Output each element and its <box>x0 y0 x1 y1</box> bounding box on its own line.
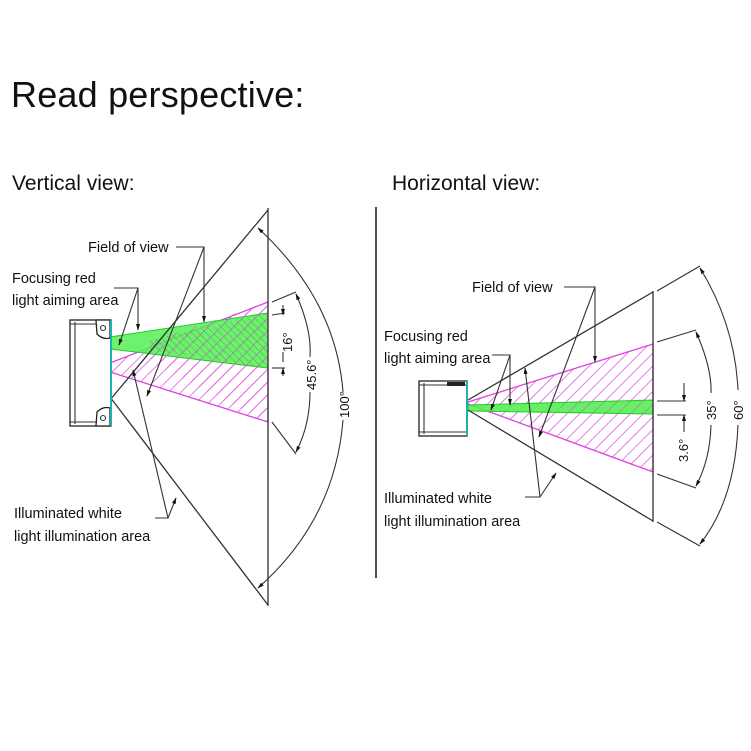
horizontal-illum-upper-line <box>467 291 654 401</box>
horizontal-illum-angle: 60° <box>731 400 746 420</box>
horizontal-focusing-label-line1: Focusing red <box>384 329 468 345</box>
horizontal-illum-lower-line <box>467 409 654 522</box>
vertical-view: Field of view Focusing red light aiming … <box>12 208 352 606</box>
horizontal-aiming-angle: 3.6° <box>676 439 691 462</box>
page-title: Read perspective: <box>11 74 305 115</box>
vertical-field-of-view-label: Field of view <box>88 240 169 256</box>
vertical-view-heading: Vertical view: <box>12 172 135 195</box>
vertical-focusing-label-line1: Focusing red <box>12 271 96 287</box>
vertical-fov-angle: 45.6° <box>304 359 319 390</box>
horizontal-illum-label-line2: light illumination area <box>384 514 521 530</box>
vertical-focusing-label-line2: light aiming area <box>12 293 119 309</box>
vertical-illum-upper-line <box>109 209 269 401</box>
vertical-illum-label-line2: light illumination area <box>14 529 151 545</box>
horizontal-fov-angle: 35° <box>704 400 719 420</box>
horizontal-view-heading: Horizontal view: <box>392 172 541 195</box>
vertical-aiming-angle: 16° <box>280 332 295 352</box>
horizontal-field-of-view-label: Field of view <box>472 280 553 296</box>
horizontal-scanner-device <box>418 380 468 437</box>
horizontal-focusing-label-line2: light aiming area <box>384 351 491 367</box>
horizontal-illum-label-line1: Illuminated white <box>384 491 492 507</box>
vertical-illum-angle: 100° <box>337 391 352 418</box>
horizontal-view: Field of view Focusing red light aiming … <box>384 265 746 547</box>
vertical-illum-label-line1: Illuminated white <box>14 506 122 522</box>
vertical-scanner-device <box>69 319 112 427</box>
vertical-illum-lower-line <box>109 396 269 606</box>
